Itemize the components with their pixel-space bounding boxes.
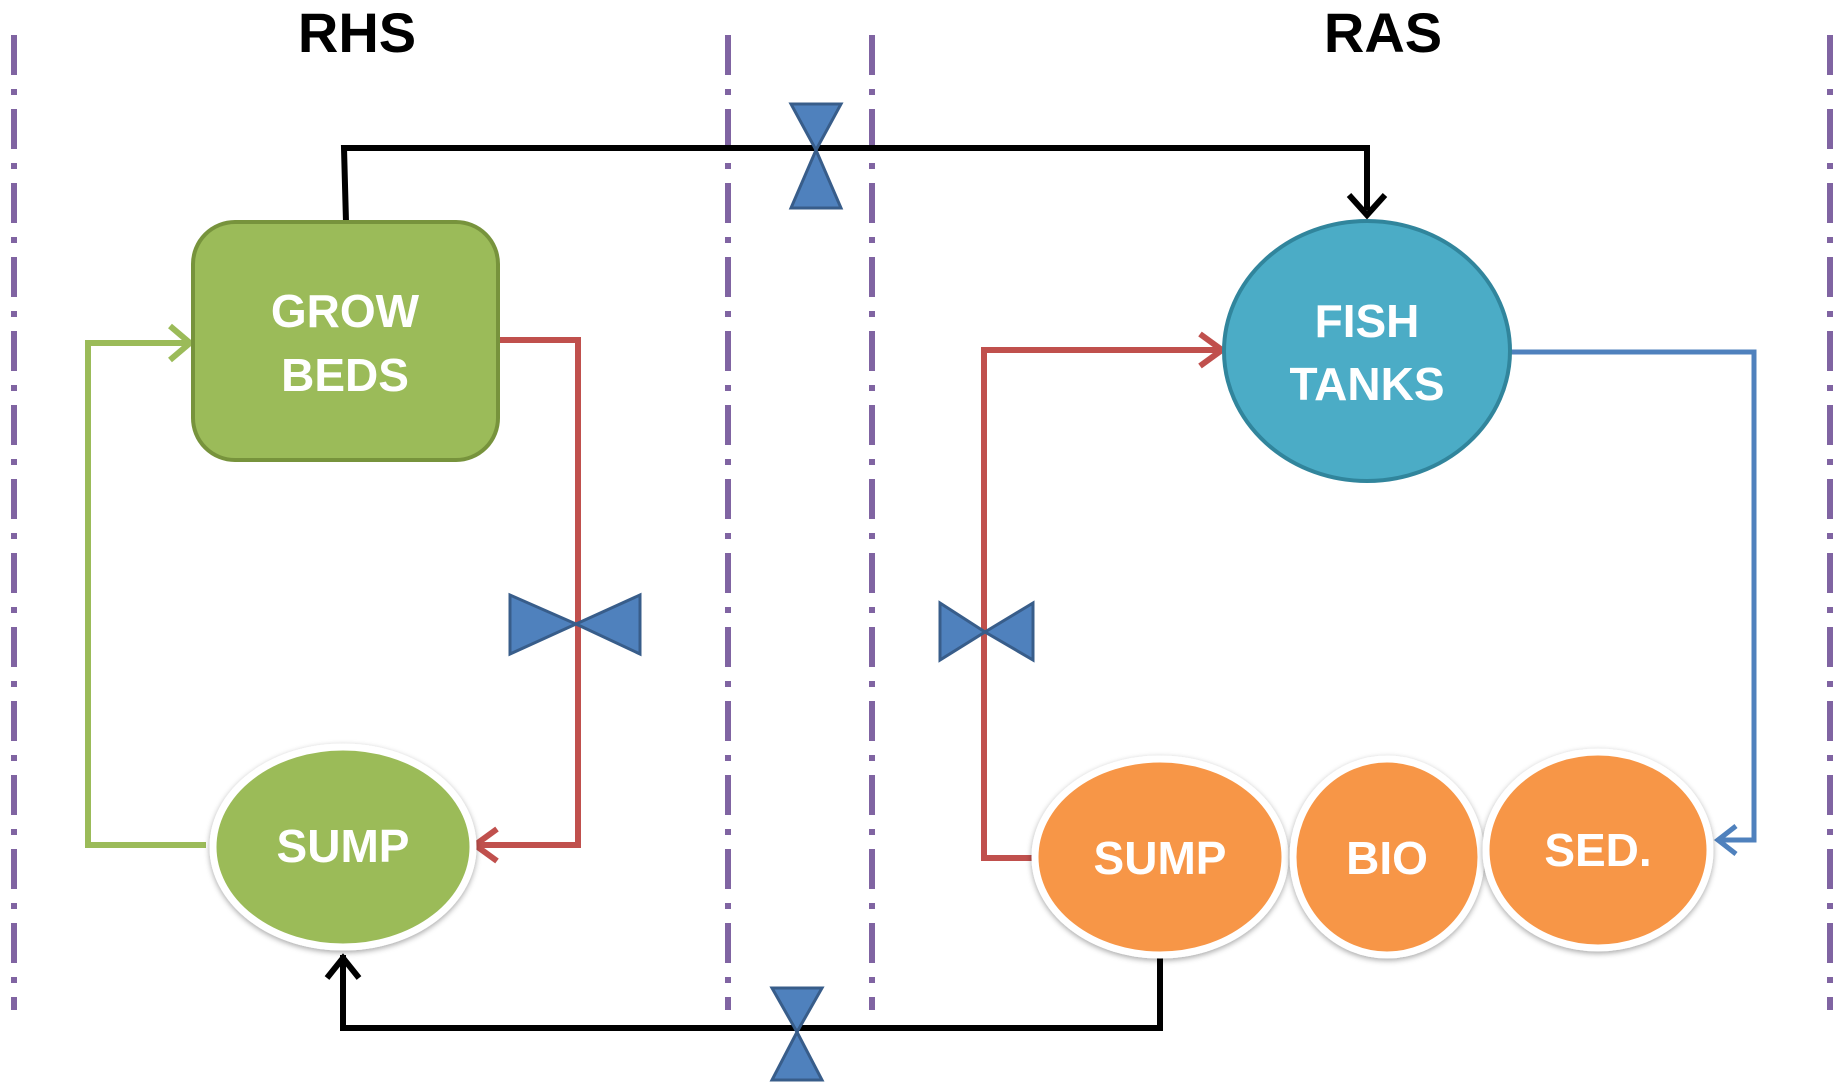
bio-node: BIO <box>1289 755 1485 959</box>
valve-icon-rhs[interactable] <box>508 592 642 657</box>
ras-sump-label: SUMP <box>1094 832 1227 884</box>
rhs-sump-label: SUMP <box>277 820 410 872</box>
valve-icon-bottom[interactable] <box>769 986 825 1082</box>
grow-beds-label-line2: BEDS <box>281 349 409 401</box>
fish-tanks-label-line1: FISH <box>1315 295 1420 347</box>
ras-sump-node: SUMP <box>1031 755 1289 959</box>
fish-tanks-node: FISH TANKS <box>1222 219 1512 483</box>
grow-beds-label-line1: GROW <box>271 285 420 337</box>
arrowhead-icon <box>324 953 362 980</box>
rhs-heading: RHS <box>298 1 416 64</box>
ras-heading: RAS <box>1324 1 1442 64</box>
valve-icon-top[interactable] <box>788 102 844 210</box>
arrowhead-icon <box>1346 192 1388 220</box>
section-dividers <box>11 35 1833 1010</box>
sed-node: SED. <box>1482 748 1714 952</box>
pipe-green <box>85 323 206 848</box>
pipe-bottom-black <box>324 953 1163 1031</box>
arrowhead-icon <box>1198 331 1228 369</box>
arrowhead-icon <box>1713 824 1738 856</box>
rhs-sump-node: SUMP <box>209 743 477 951</box>
sed-label: SED. <box>1544 824 1651 876</box>
fish-tanks-label-line2: TANKS <box>1289 358 1444 410</box>
valve-icon-ras[interactable] <box>938 600 1035 663</box>
pipe-blue <box>1510 349 1757 856</box>
grow-beds-node: GROW BEDS <box>191 220 500 462</box>
pipe-top-black <box>340 145 1388 223</box>
arrowhead-icon <box>168 323 195 363</box>
pipe-red-ras <box>981 331 1228 861</box>
bio-label: BIO <box>1346 832 1428 884</box>
